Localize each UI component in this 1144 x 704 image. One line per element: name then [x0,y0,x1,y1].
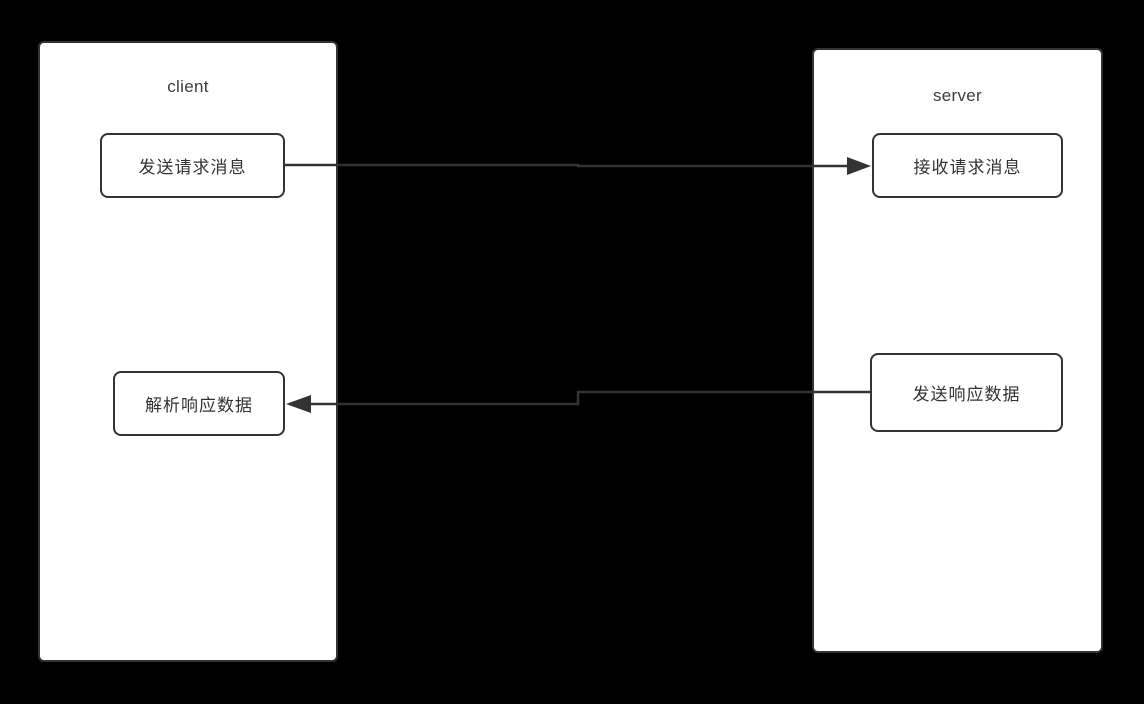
response-edge-line [311,390,870,406]
client-container-title: client [167,77,209,96]
request-edge [285,157,871,175]
request-edge-line [285,163,848,168]
node-receive-request: 接收请求消息 [872,133,1063,198]
node-send-response: 发送响应数据 [870,353,1063,432]
response-edge [286,390,870,413]
node-send-request: 发送请求消息 [100,133,285,198]
node-parse-response: 解析响应数据 [113,371,285,436]
server-container-title: server [932,86,983,105]
